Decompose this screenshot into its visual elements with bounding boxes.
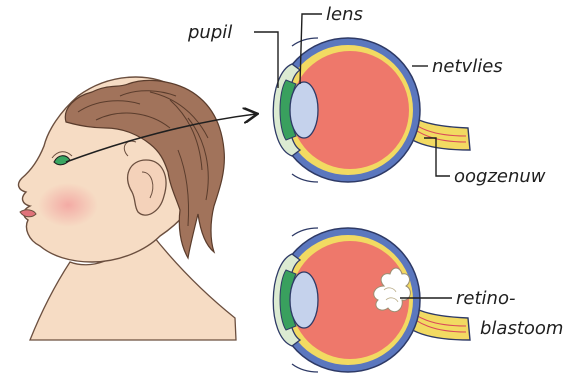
lens-bottom (290, 272, 318, 328)
label-optic-nerve: oogzenuw (454, 166, 546, 187)
label-tumor-line2: blastoom (480, 318, 563, 339)
label-lens: lens (326, 4, 363, 25)
baby-tongue (20, 210, 36, 217)
eye-cross-section-healthy (264, 30, 470, 190)
label-retina: netvlies (432, 56, 503, 77)
baby-cheek-blush (38, 183, 98, 227)
eye-cross-section-retinoblastoma (264, 220, 470, 380)
baby-illustration (19, 77, 236, 340)
label-pupil: pupil (187, 22, 232, 43)
lens (290, 82, 318, 138)
label-tumor-line1: retino- (456, 288, 515, 309)
